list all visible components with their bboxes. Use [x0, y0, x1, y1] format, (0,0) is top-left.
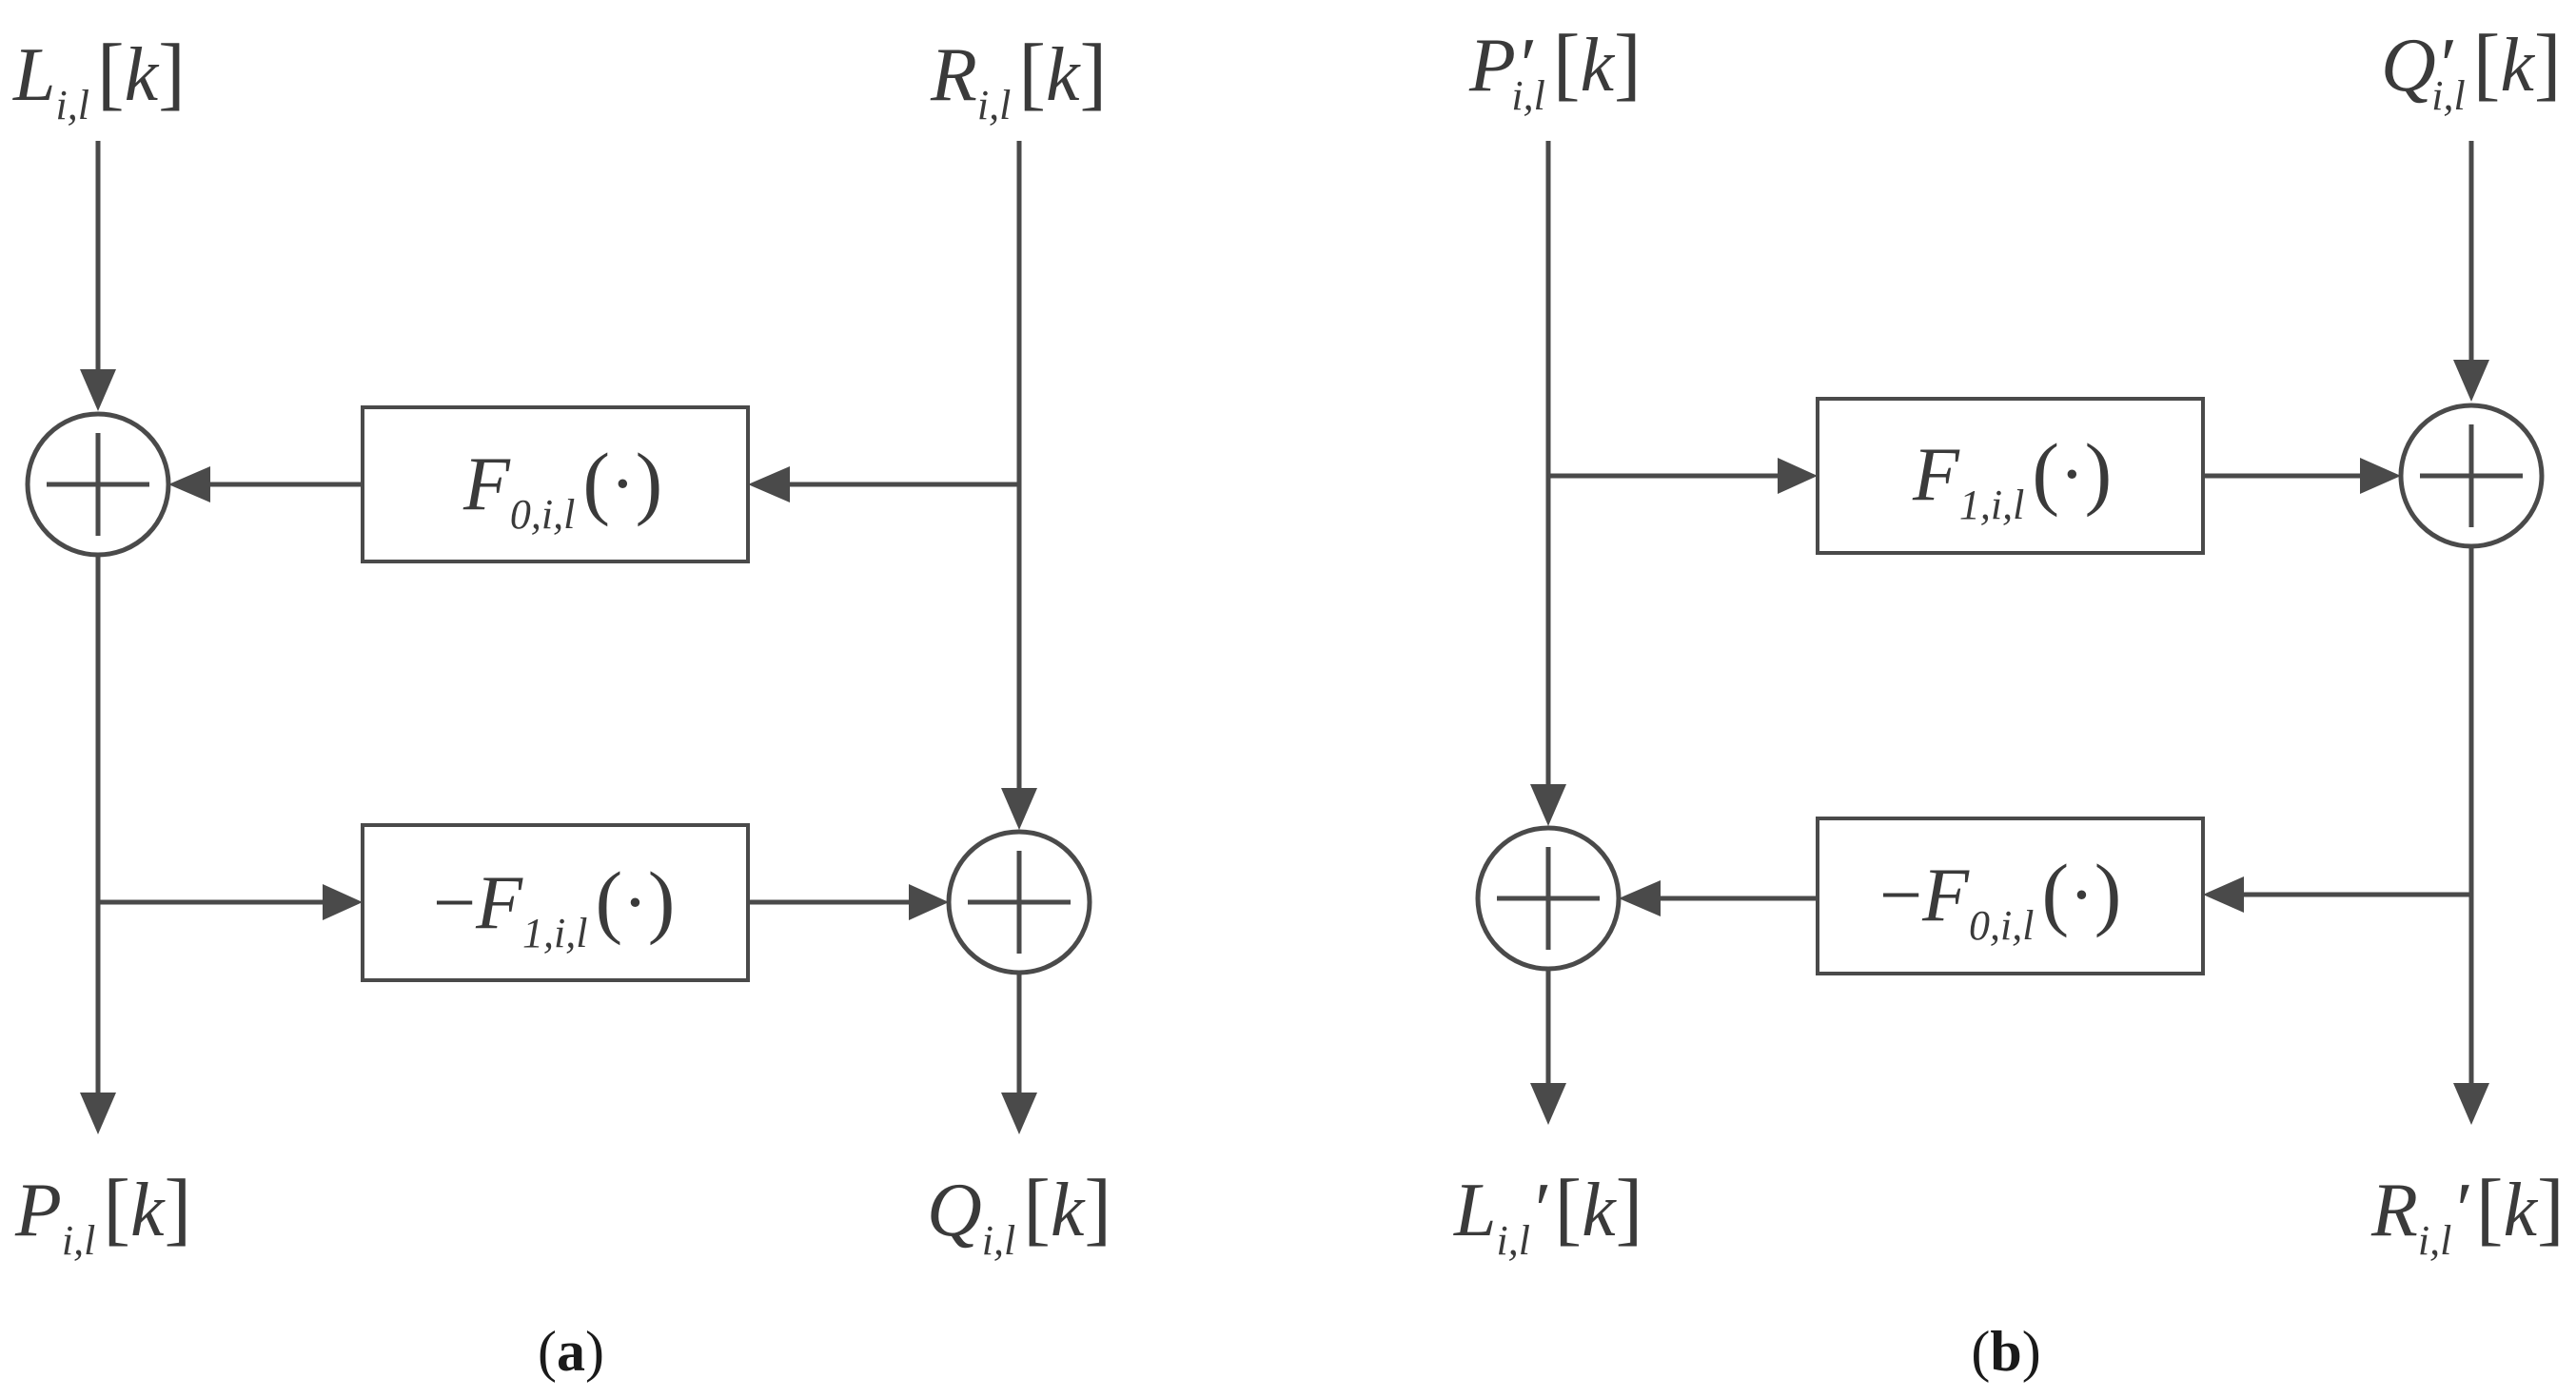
arrowhead-a-right-out: [1001, 1093, 1037, 1134]
block-a-neg-f1: [361, 823, 750, 982]
label-b-top-left: P′i,l[k]: [1468, 17, 1642, 119]
label-b-top-right: Q′i,l[k]: [2381, 17, 2562, 119]
label-b-box-upper: F1,i,l(·): [1912, 426, 2112, 528]
block-b-f1: [1816, 397, 2205, 555]
label-a-bottom-left: Pi,l[k]: [14, 1162, 191, 1264]
arrowhead-b-lower-sum: [1619, 880, 1661, 916]
arrowhead-b-right-in: [2453, 360, 2489, 402]
arrowhead-b-upper-box: [1778, 458, 1818, 494]
arrowhead-a-right-in: [1001, 788, 1037, 830]
arrowhead-a-lower-sum: [909, 884, 949, 920]
label-b-bottom-left: Li,l′[k]: [1453, 1162, 1642, 1264]
label-a-top-left: Li,l[k]: [12, 27, 186, 128]
arrowhead-b-lower-box: [2203, 876, 2244, 913]
arrowhead-b-left-out: [1530, 1083, 1566, 1125]
block-b-neg-f0: [1816, 817, 2205, 975]
block-a-f0: [361, 405, 750, 563]
caption-a: (a): [538, 1320, 604, 1383]
label-a-bottom-right: Qi,l[k]: [927, 1162, 1111, 1264]
arrowhead-a-lower-box: [323, 884, 363, 920]
label-b-box-lower: −F0,i,l(·): [1879, 847, 2121, 949]
arrowhead-a-upper-box: [748, 466, 790, 502]
panel-b: P′i,l[k] Q′i,l[k] Li,l′[k] Ri,l′[k] F1,i…: [1453, 17, 2565, 1383]
label-a-box-upper: F0,i,l(·): [462, 436, 662, 538]
label-a-box-lower: −F1,i,l(·): [433, 855, 675, 956]
arrowhead-b-right-out: [2453, 1083, 2489, 1125]
panel-a: Li,l[k] Ri,l[k] Pi,l[k] Qi,l[k] F0,i,l(·…: [12, 27, 1111, 1383]
arrowhead-b-left-in: [1530, 784, 1566, 826]
caption-b: (b): [1971, 1320, 2040, 1383]
arrowhead-a-left-in: [80, 369, 116, 411]
arrowhead-b-upper-sum: [2360, 458, 2401, 494]
label-b-bottom-right: Ri,l′[k]: [2370, 1162, 2565, 1264]
arrowhead-a-upper-sum: [168, 466, 210, 502]
label-a-top-right: Ri,l[k]: [930, 27, 1107, 128]
arrowhead-a-left-out: [80, 1093, 116, 1134]
